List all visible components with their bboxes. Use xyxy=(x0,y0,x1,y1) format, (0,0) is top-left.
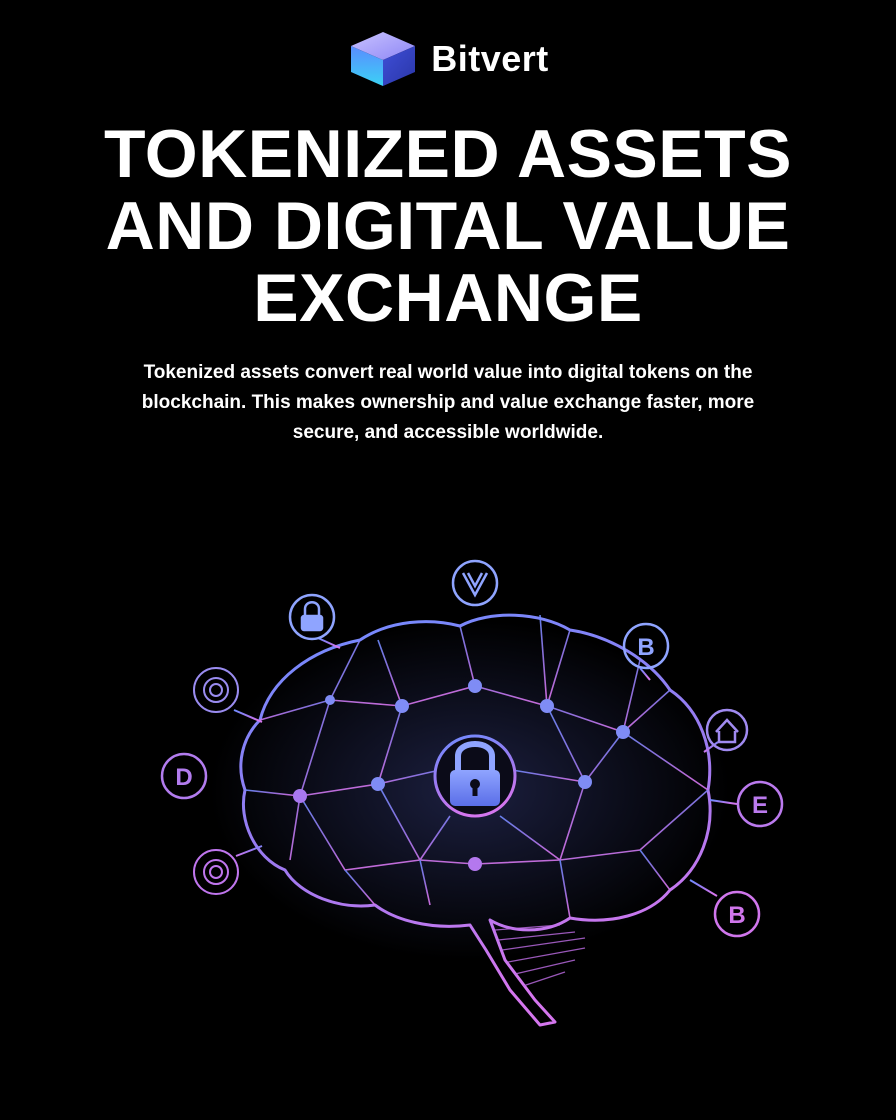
title-line-1: TOKENIZED ASSETS xyxy=(103,116,793,192)
b-coin-icon: B xyxy=(713,890,761,938)
network-nodes xyxy=(293,679,630,871)
b-coin-icon: B xyxy=(622,622,670,670)
shield-download-icon xyxy=(451,559,499,607)
svg-text:B: B xyxy=(637,634,654,661)
cube-icon xyxy=(351,32,416,86)
svg-text:D: D xyxy=(175,764,192,791)
house-icon xyxy=(705,708,749,752)
page-title: TOKENIZED ASSETS AND DIGITAL VALUE EXCHA… xyxy=(0,118,896,334)
padlock-icon xyxy=(433,734,517,818)
title-line-2: AND DIGITAL VALUE xyxy=(105,188,791,264)
subtitle-text: Tokenized assets convert real world valu… xyxy=(141,362,755,443)
fingerprint-icon xyxy=(193,667,239,713)
token-connectors xyxy=(207,606,738,897)
brain-network-illustration: B D E B xyxy=(160,559,784,1027)
title-line-3: EXCHANGE xyxy=(253,260,643,336)
svg-text:E: E xyxy=(752,792,768,819)
brain-stem-hatching xyxy=(494,924,586,987)
d-coin-icon: D xyxy=(160,752,208,800)
svg-text:B: B xyxy=(728,902,745,929)
lock-icon xyxy=(288,593,336,641)
brand-name[interactable]: Bitvert xyxy=(431,38,549,79)
e-coin-icon: E xyxy=(736,780,784,828)
brand-header: Bitvert xyxy=(0,28,896,90)
fingerprint-icon xyxy=(193,849,239,895)
